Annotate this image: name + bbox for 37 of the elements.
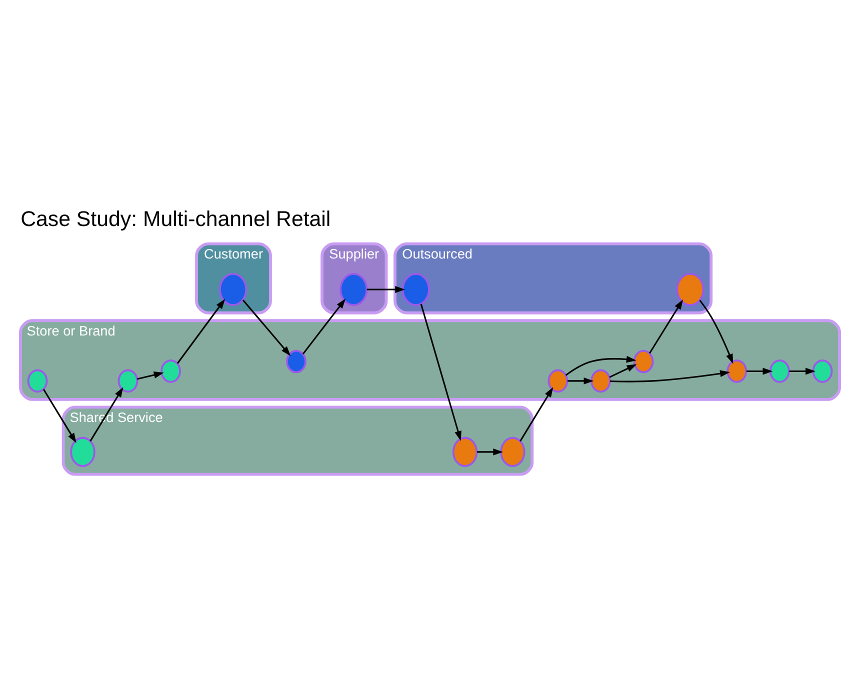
node-circle [452, 436, 478, 467]
diagram-title: Case Study: Multi-channel Retail [20, 206, 331, 230]
node-circle [402, 272, 430, 306]
node-circle [27, 368, 48, 392]
node-circle [726, 359, 748, 382]
cluster: Customer [195, 242, 272, 314]
arrow [242, 299, 291, 356]
node-circle [548, 368, 568, 392]
node-circle [218, 272, 248, 306]
arrow [789, 367, 816, 374]
arrow [699, 299, 734, 364]
node-circle [590, 368, 611, 392]
arrow [609, 364, 637, 378]
node-circle [676, 272, 704, 306]
node-circle [769, 359, 790, 382]
node-circle [340, 272, 368, 306]
node-circle [160, 359, 181, 382]
arrow [610, 370, 730, 382]
node-circle [118, 368, 138, 392]
cluster: Store or Brand [19, 318, 841, 400]
arrow [520, 386, 554, 442]
node-circle [812, 359, 833, 382]
arrow [648, 299, 684, 354]
arrow [42, 388, 76, 442]
arrow [477, 448, 504, 455]
arrow [568, 376, 594, 384]
arrow [746, 367, 773, 374]
arrow [176, 298, 226, 364]
cluster: Supplier [320, 242, 388, 314]
arrow [137, 371, 164, 380]
node-circle [633, 349, 654, 373]
arrow [565, 355, 636, 376]
node-circle [286, 349, 306, 373]
node-circle [70, 436, 96, 467]
node-circle [500, 436, 526, 467]
arrow [302, 298, 346, 354]
arrow [366, 286, 406, 292]
